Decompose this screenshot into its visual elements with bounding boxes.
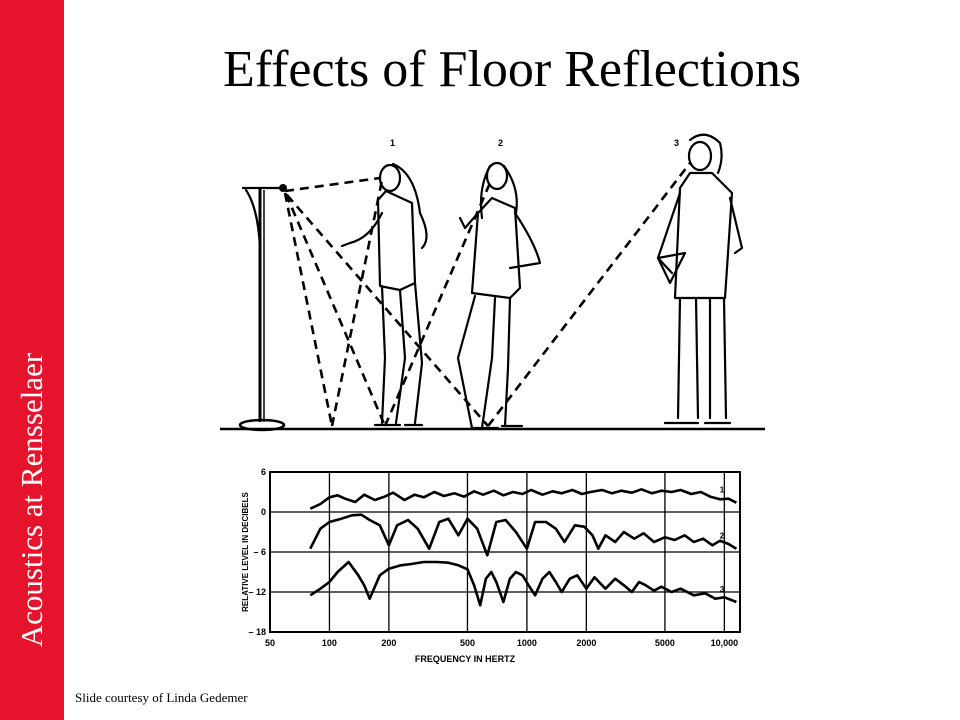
sound-paths (283, 162, 692, 427)
position-label-2: 2 (498, 138, 503, 148)
x-tick-label: 200 (381, 638, 396, 648)
position-label-3: 3 (674, 138, 679, 148)
microphone-stand (238, 184, 287, 432)
x-tick-label: 2000 (576, 638, 596, 648)
x-tick-label: 100 (322, 638, 337, 648)
position-label-1: 1 (390, 138, 395, 148)
y-tick-label: – 12 (248, 587, 266, 597)
floor-reflection-illustration: 1 2 3 (220, 133, 765, 432)
series-line-2 (309, 513, 738, 557)
y-tick-label: 6 (261, 467, 266, 477)
x-tick-label: 500 (460, 638, 475, 648)
x-tick-label: 1000 (517, 638, 537, 648)
sidebar-band: Acoustics at Rensselaer (0, 0, 64, 720)
person-2-figure (456, 161, 542, 430)
x-axis-label: FREQUENCY IN HERTZ (415, 654, 516, 664)
series-line-3 (309, 560, 737, 607)
person-1-figure (340, 162, 428, 427)
frequency-response-chart: 50 100 200 500 1000 2000 5000 10,000 6 0 – 6 – 12 – … (241, 467, 741, 664)
x-tick-label: 10,000 (711, 638, 739, 648)
x-tick-label: 5000 (655, 638, 675, 648)
series-line-1 (309, 487, 737, 510)
series-label-1: 1 (720, 486, 725, 495)
y-axis-label: RELATIVE LEVEL IN DECIBELS (241, 491, 250, 611)
y-tick-label: – 18 (248, 627, 266, 637)
person-3-figure (656, 133, 744, 425)
series-label-3: 3 (720, 585, 725, 594)
y-tick-label: – 6 (253, 547, 266, 557)
x-tick-label: 50 (265, 638, 275, 648)
sidebar-label: Acoustics at Rensselaer (14, 352, 49, 648)
slide-title: Effects of Floor Reflections (222, 41, 802, 98)
y-tick-label: 0 (261, 507, 266, 517)
series-label-2: 2 (720, 532, 725, 541)
slide-credit: Slide courtesy of Linda Gedemer (75, 690, 248, 705)
